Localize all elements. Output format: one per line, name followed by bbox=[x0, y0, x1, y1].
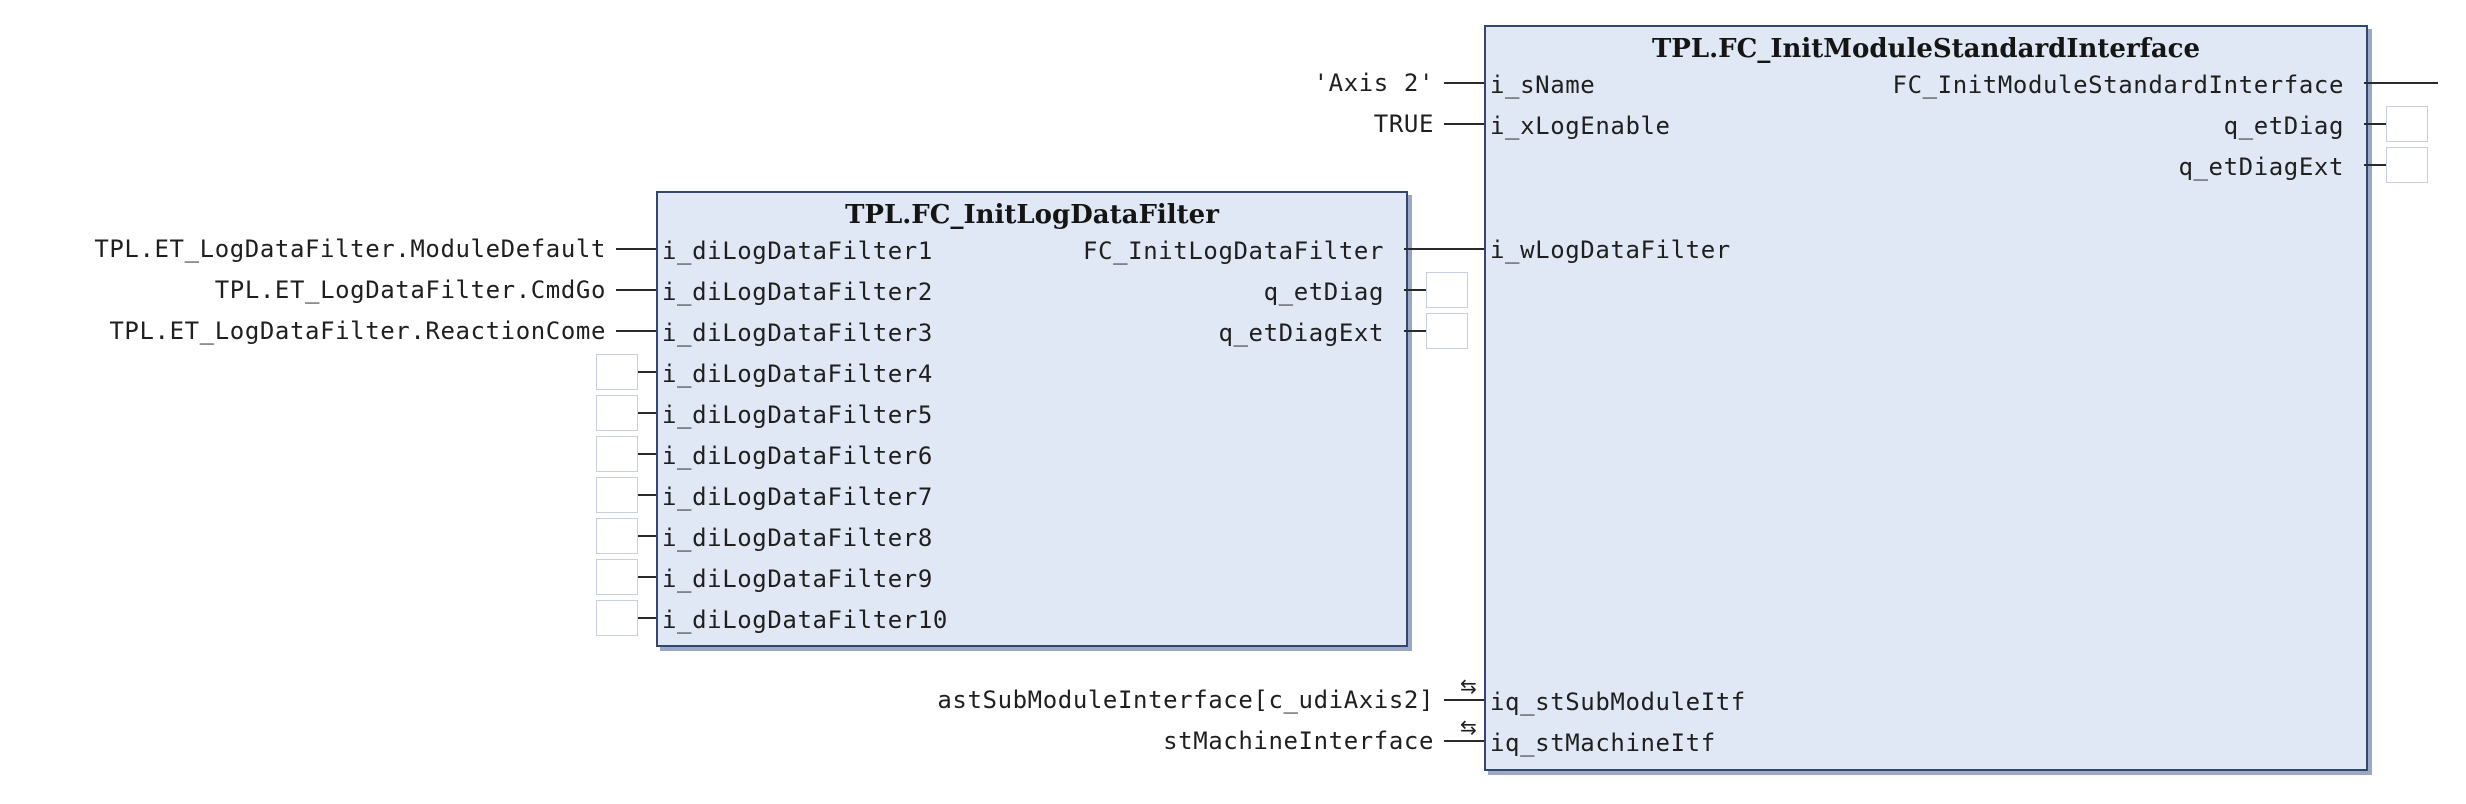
empty-input-box[interactable] bbox=[596, 518, 638, 554]
input-value[interactable]: TPL.ET_LogDataFilter.ReactionCome bbox=[109, 317, 606, 345]
empty-input-box[interactable] bbox=[596, 395, 638, 431]
input-pin: i_diLogDataFilter10 bbox=[662, 606, 948, 634]
output-pin: q_etDiag bbox=[1263, 278, 1384, 306]
input-pin: i_diLogDataFilter5 bbox=[662, 401, 933, 429]
output-pin: q_etDiag bbox=[2223, 112, 2344, 140]
double-arrow-icon: ⇆ bbox=[1460, 715, 1477, 739]
inout-value[interactable]: astSubModuleInterface[c_udiAxis2] bbox=[937, 686, 1434, 714]
input-wire bbox=[638, 576, 656, 578]
empty-input-box[interactable] bbox=[596, 477, 638, 513]
input-wire bbox=[638, 494, 656, 496]
inout-value[interactable]: stMachineInterface bbox=[1163, 727, 1434, 755]
input-value[interactable]: TRUE bbox=[1373, 110, 1434, 138]
input-pin: i_diLogDataFilter1 bbox=[662, 237, 933, 265]
inout-wire bbox=[1444, 699, 1484, 701]
input-pin: i_diLogDataFilter3 bbox=[662, 319, 933, 347]
output-pin: FC_InitModuleStandardInterface bbox=[1892, 71, 2344, 99]
input-value[interactable]: TPL.ET_LogDataFilter.ModuleDefault bbox=[94, 235, 606, 263]
input-pin: i_diLogDataFilter6 bbox=[662, 442, 933, 470]
fb-init-log-data-filter[interactable]: TPL.FC_InitLogDataFilter i_diLogDataFilt… bbox=[656, 191, 1408, 647]
output-wire bbox=[2364, 164, 2386, 166]
input-wire bbox=[638, 535, 656, 537]
output-wire bbox=[1404, 330, 1426, 332]
input-pin: i_diLogDataFilter8 bbox=[662, 524, 933, 552]
inout-wire bbox=[1444, 740, 1484, 742]
output-wire bbox=[1404, 289, 1426, 291]
block-title: TPL.FC_InitModuleStandardInterface bbox=[1651, 34, 2201, 64]
input-wire bbox=[638, 412, 656, 414]
empty-input-box[interactable] bbox=[596, 559, 638, 595]
input-wire bbox=[638, 371, 656, 373]
empty-output-box[interactable] bbox=[2386, 106, 2428, 142]
input-pin: i_diLogDataFilter7 bbox=[662, 483, 933, 511]
input-wire bbox=[638, 617, 656, 619]
link-wire bbox=[1404, 248, 1484, 250]
empty-output-box[interactable] bbox=[1426, 313, 1468, 349]
input-wire bbox=[616, 248, 656, 250]
empty-output-box[interactable] bbox=[1426, 272, 1468, 308]
input-pin: i_diLogDataFilter4 bbox=[662, 360, 933, 388]
input-pin: i_diLogDataFilter9 bbox=[662, 565, 933, 593]
input-wire bbox=[1444, 82, 1484, 84]
input-wire bbox=[616, 289, 656, 291]
output-pin: q_etDiagExt bbox=[2178, 153, 2344, 181]
empty-input-box[interactable] bbox=[596, 354, 638, 390]
input-wire bbox=[1444, 123, 1484, 125]
fb-init-module-standard-interface[interactable]: TPL.FC_InitModuleStandardInterface i_sNa… bbox=[1484, 25, 2368, 771]
input-value[interactable]: TPL.ET_LogDataFilter.CmdGo bbox=[214, 276, 606, 304]
output-wire bbox=[2364, 82, 2438, 84]
input-pin: i_wLogDataFilter bbox=[1490, 236, 1731, 264]
output-pin: FC_InitLogDataFilter bbox=[1083, 237, 1384, 265]
empty-output-box[interactable] bbox=[2386, 147, 2428, 183]
input-pin: i_sName bbox=[1490, 71, 1596, 99]
input-wire bbox=[616, 330, 656, 332]
inout-pin: iq_stMachineItf bbox=[1490, 729, 1716, 757]
empty-input-box[interactable] bbox=[596, 600, 638, 636]
input-pin: i_diLogDataFilter2 bbox=[662, 278, 933, 306]
inout-pin: iq_stSubModuleItf bbox=[1490, 688, 1746, 716]
input-pin: i_xLogEnable bbox=[1490, 112, 1671, 140]
output-wire bbox=[2364, 123, 2386, 125]
double-arrow-icon: ⇆ bbox=[1460, 674, 1477, 698]
output-pin: q_etDiagExt bbox=[1218, 319, 1384, 347]
empty-input-box[interactable] bbox=[596, 436, 638, 472]
block-title: TPL.FC_InitLogDataFilter bbox=[845, 200, 1219, 230]
input-value[interactable]: 'Axis 2' bbox=[1313, 69, 1434, 97]
input-wire bbox=[638, 453, 656, 455]
